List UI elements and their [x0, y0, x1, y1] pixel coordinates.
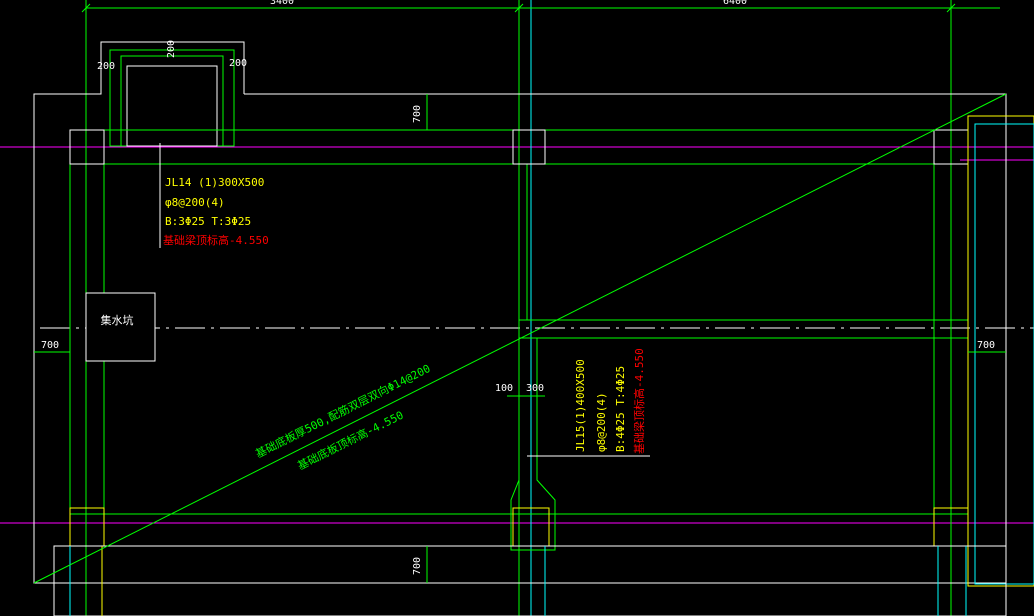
dim-top-offset: 700: [412, 105, 423, 123]
dim-pit-left: 200: [97, 61, 115, 72]
beam-mid-vertical: [518, 164, 528, 321]
jl14-elevation: 基础梁顶标高-4.550: [163, 233, 269, 247]
jl15-annotation-group: JL15(1)400X500 φ8@200(4) B:4Φ25 T:4Φ25 基…: [574, 348, 646, 454]
column-top-mid: [512, 129, 546, 165]
bottom-white-strip: [53, 545, 1007, 616]
dim-left-offset: 700: [41, 340, 59, 351]
right-cyan-frame: [974, 123, 1034, 585]
dim-beam-right: 300: [526, 383, 544, 394]
jl15-rebar: B:4Φ25 T:4Φ25: [614, 366, 627, 452]
right-yellow-frame: [967, 115, 1034, 587]
top-dim-tick-1: [81, 3, 91, 13]
right-edge-lines: [53, 115, 1034, 616]
sump-pit-core: [126, 65, 218, 147]
jl14-mark: JL14 (1)300X500: [165, 176, 264, 189]
panel-upper-right: [526, 163, 935, 321]
dim-beam-left: 100: [495, 383, 513, 394]
top-dimension-group: [81, 3, 1000, 13]
slab-note-line2: 基础底板顶标高-4.550: [295, 408, 406, 473]
jl15-elevation: 基础梁顶标高-4.550: [632, 348, 646, 454]
slab-diagonal-line: [33, 93, 1007, 584]
sump-label: 集水坑: [101, 313, 134, 327]
dim-bottom-offset: 700: [412, 557, 423, 575]
dim-right-offset: 700: [977, 340, 995, 351]
column-top-left: [69, 129, 105, 165]
jl14-stirrup: φ8@200(4): [165, 196, 225, 209]
jl14-rebar: B:3Φ25 T:3Φ25: [165, 215, 251, 228]
sump-label-box: [85, 292, 156, 362]
sump-pit-outer: [109, 49, 235, 147]
sump-pit: [109, 49, 235, 147]
dim-pit-top: 200: [166, 40, 177, 58]
beam-mid-horizontal: [518, 319, 969, 339]
dim-top-right-overall: 6400: [723, 0, 747, 7]
jl15-mark: JL15(1)400X500: [574, 359, 587, 452]
jl15-stirrup: φ8@200(4): [595, 392, 608, 452]
dim-pit-right: 200: [229, 58, 247, 69]
sump-pit-inner: [120, 55, 224, 147]
beam-mid-vertical-lower: [510, 338, 556, 551]
offset-dimension-group: [34, 94, 1006, 583]
top-dim-tick-3: [946, 3, 956, 13]
dim-top-left-overall: 3400: [270, 0, 294, 7]
foundation-outline: [33, 41, 1007, 584]
top-dim-tick-2: [514, 3, 524, 13]
foundation-outer-edge: [33, 41, 1007, 584]
